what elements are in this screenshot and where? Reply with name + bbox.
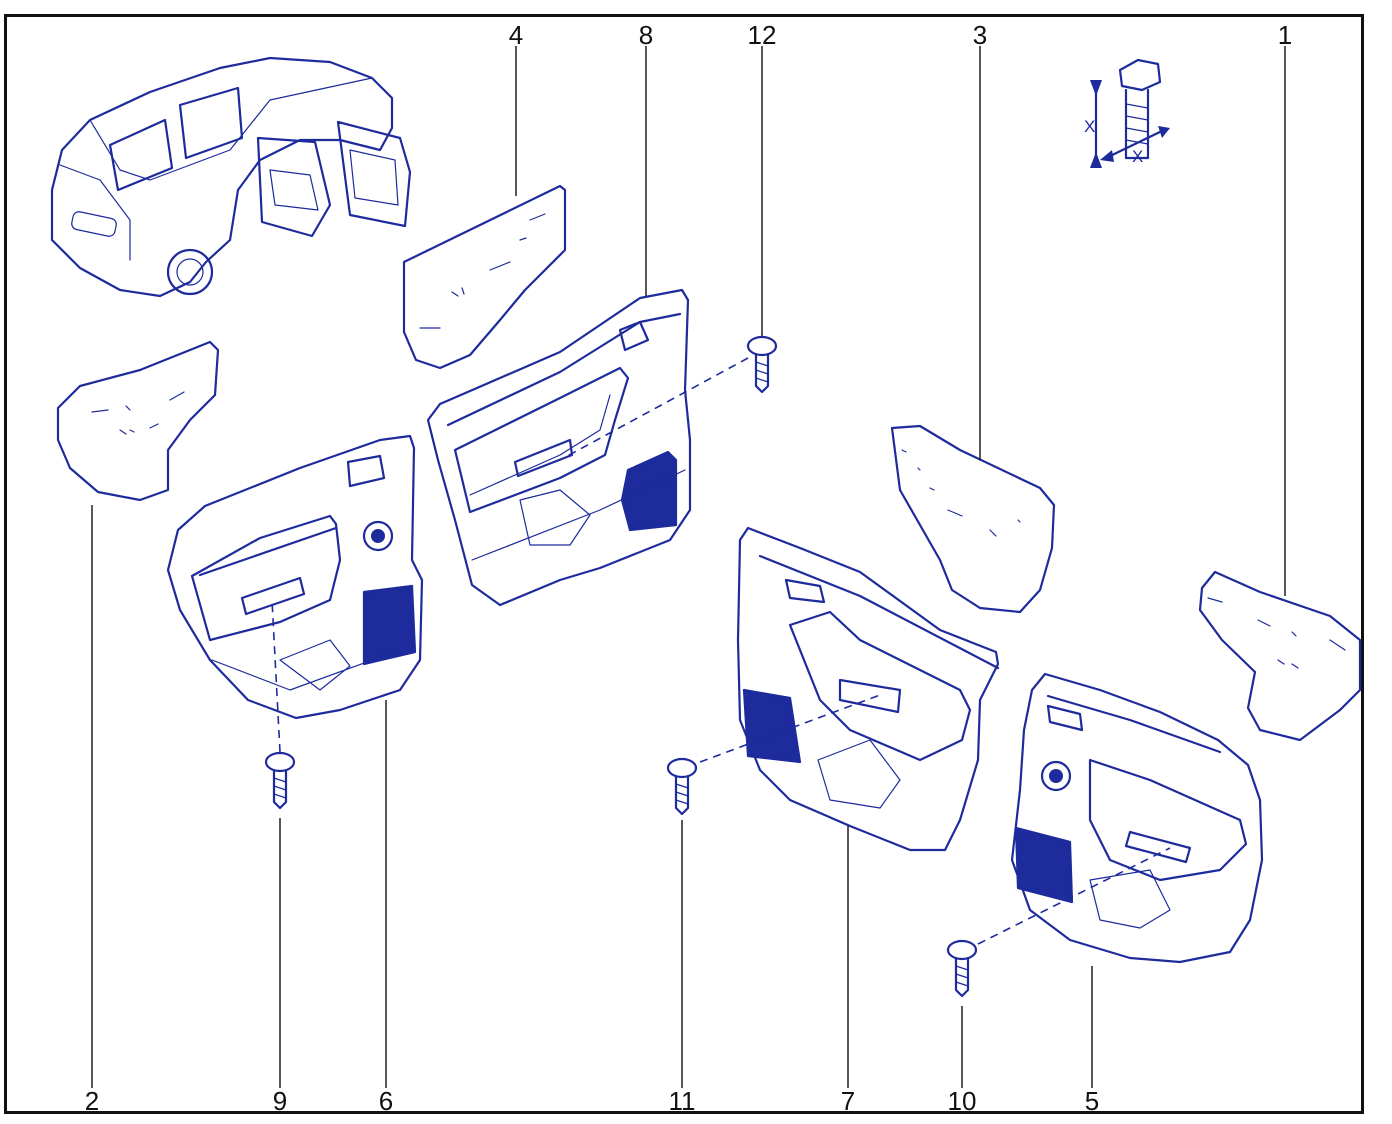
door-panel-5 — [1010, 672, 1264, 964]
callout-7: 7 — [841, 1086, 855, 1116]
callout-3: 3 — [973, 20, 987, 50]
insulation-sheet-4 — [402, 184, 567, 370]
assembly-paths — [271, 357, 1171, 945]
callout-4: 4 — [509, 20, 523, 50]
insulation-sheet-1 — [1198, 570, 1362, 742]
callout-10: 10 — [948, 1086, 977, 1116]
callout-2: 2 — [85, 1086, 99, 1116]
leader-lines — [91, 46, 1286, 1088]
callout-numbers: 4 8 12 3 1 2 9 6 11 7 10 5 — [85, 20, 1292, 1116]
callout-11: 11 — [669, 1086, 696, 1116]
torque-x-label-bottom: X — [1132, 147, 1143, 166]
screw-11 — [666, 757, 698, 816]
callout-6: 6 — [379, 1086, 393, 1116]
vehicle-thumbnail — [50, 56, 412, 298]
diagram-frame — [4, 14, 1364, 1114]
callout-8: 8 — [639, 20, 653, 50]
insulation-sheet-3 — [890, 424, 1056, 614]
door-panel-7 — [736, 526, 1000, 852]
door-panel-8 — [426, 288, 692, 607]
torque-x-label-left: X — [1084, 117, 1095, 136]
insulation-sheet-2 — [56, 340, 220, 502]
callout-12: 12 — [748, 20, 777, 50]
screw-9 — [264, 751, 296, 810]
screw-12 — [746, 335, 778, 394]
callout-1: 1 — [1278, 20, 1292, 50]
screw-10 — [946, 939, 978, 998]
callout-5: 5 — [1085, 1086, 1099, 1116]
torque-bolt-symbol: X X — [1084, 58, 1170, 168]
door-panel-6 — [166, 434, 424, 720]
callout-9: 9 — [273, 1086, 287, 1116]
